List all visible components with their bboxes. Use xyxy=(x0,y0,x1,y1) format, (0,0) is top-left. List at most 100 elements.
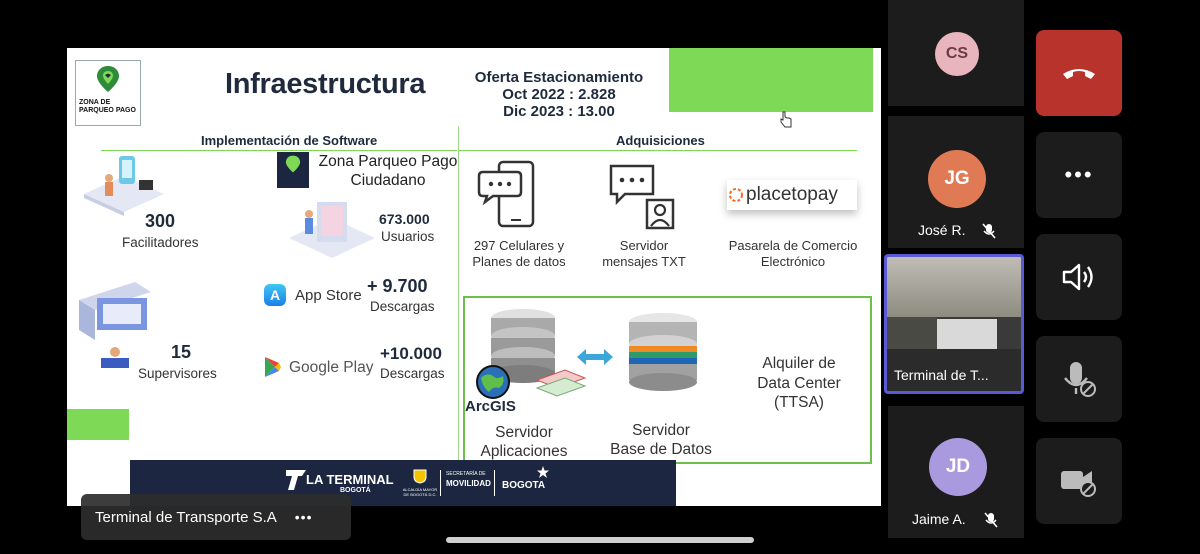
map-pin-icon xyxy=(97,66,119,92)
phones-block: 297 Celulares y Planes de datos xyxy=(461,238,577,270)
hand-cursor-icon xyxy=(780,111,792,128)
google-play-label: Google Play xyxy=(289,359,374,376)
gateway-block: Pasarela de Comercio Electrónico xyxy=(713,238,873,270)
zpp-app-pin-icon xyxy=(285,155,301,173)
sms-block: Servidor mensajes TXT xyxy=(589,238,699,270)
app-store-downloads-label: Descargas xyxy=(370,299,435,314)
video-ceiling xyxy=(887,257,1021,317)
sync-arrow-icon xyxy=(577,349,613,365)
users-illustration xyxy=(289,202,375,258)
supervisors-label: Supervisores xyxy=(138,366,217,381)
more-icon: ••• xyxy=(1064,162,1094,187)
dc-line-3: (TTSA) xyxy=(774,394,824,411)
speaker-button[interactable] xyxy=(1036,234,1122,320)
camera-off-icon xyxy=(1061,471,1096,497)
facilitators-count: 300 xyxy=(145,211,176,231)
terminal-name: LA TERMINAL xyxy=(306,472,394,487)
presenter-name: Terminal de Transporte S.A xyxy=(95,508,277,526)
home-indicator xyxy=(446,537,754,543)
participant-tile-cs[interactable]: CS xyxy=(888,0,1024,106)
presenter-name-bar[interactable]: Terminal de Transporte S.A ••• xyxy=(81,494,351,540)
mic-muted-icon xyxy=(984,512,998,528)
placetopay-logo: placetopay xyxy=(727,180,857,210)
green-accent-top xyxy=(669,48,873,112)
google-play-icon xyxy=(265,357,281,377)
bogota-text: BOGOTA xyxy=(502,480,546,491)
hang-up-icon xyxy=(1063,69,1095,79)
shared-slide: ZONA DE PARQUEO PAGO Infraestructura Ofe… xyxy=(67,48,881,506)
zpp-app-icon xyxy=(277,152,309,188)
dc-line-2: Data Center xyxy=(757,374,841,392)
secretaria-text: SECRETARÍA DE xyxy=(446,471,486,477)
coat-of-arms-icon xyxy=(413,469,427,484)
camera-button[interactable] xyxy=(1036,438,1122,524)
arcgis-label: ArcGIS xyxy=(465,398,516,415)
app-server-block: Servidor Aplicaciones xyxy=(469,423,579,461)
zpp-logo: ZONA DE PARQUEO PAGO xyxy=(75,60,141,126)
db-server-line-2: Base de Datos xyxy=(610,441,712,458)
software-heading: Implementación de Software xyxy=(201,133,378,148)
end-call-button[interactable] xyxy=(1036,30,1122,116)
participant-name: Terminal de T... xyxy=(894,367,989,383)
participant-tile-jose[interactable]: JG José R. xyxy=(888,116,1024,248)
phone-chat-icon xyxy=(477,160,535,228)
participant-tile-terminal-active[interactable]: Terminal de T... xyxy=(884,254,1024,394)
terminal-sub: BOGOTÁ xyxy=(340,487,371,494)
participant-tile-jaime[interactable]: JD Jaime A. xyxy=(888,406,1024,538)
presenter-more-icon[interactable]: ••• xyxy=(294,509,313,525)
placetopay-mark-icon xyxy=(729,188,743,202)
google-play-downloads-label: Descargas xyxy=(380,366,445,381)
app-store-downloads: + 9.700 xyxy=(367,276,428,296)
terminal-logo-icon xyxy=(286,470,306,490)
offer-line-3: Dic 2023 : 13.00 xyxy=(503,103,615,120)
video-window xyxy=(937,319,997,349)
logo-text: ZONA DE PARQUEO PAGO xyxy=(79,99,136,114)
phones-line-1: 297 Celulares y xyxy=(473,238,565,253)
avatar: JG xyxy=(928,150,986,208)
zpp-citizen-block: Zona Parqueo Pago Ciudadano xyxy=(313,152,463,190)
more-options-button[interactable]: ••• xyxy=(1036,132,1122,218)
video-floor xyxy=(887,349,1021,391)
vertical-divider xyxy=(458,126,459,461)
data-center-block: Alquiler de Data Center (TTSA) xyxy=(733,354,865,413)
app-store-label: App Store xyxy=(295,287,362,304)
app-server-line-2: Aplicaciones xyxy=(480,443,568,460)
speaker-icon xyxy=(1062,263,1093,291)
sms-server-icon xyxy=(609,164,675,230)
banner-divider-2 xyxy=(494,470,495,496)
supervisors-count: 15 xyxy=(171,342,192,362)
dc-line-1: Alquiler de xyxy=(762,355,836,372)
supervisors-illustration xyxy=(79,282,151,368)
db-server-line-1: Servidor xyxy=(632,422,690,439)
green-accent-left xyxy=(67,409,129,440)
mute-button[interactable] xyxy=(1036,336,1122,422)
zpp-line-2: Ciudadano xyxy=(350,172,426,189)
sms-line-1: Servidor xyxy=(619,238,669,253)
app-server-line-1: Servidor xyxy=(495,424,553,441)
alcaldia-text: ALCALDÍA MAYOR DE BOGOTÁ D.C. xyxy=(402,487,438,497)
app-store-icon: A xyxy=(264,284,286,306)
gateway-line-1: Pasarela de Comercio xyxy=(728,238,858,253)
facilitators-illustration xyxy=(84,156,164,216)
globe-icon xyxy=(476,365,510,399)
participant-name: Jaime A. xyxy=(912,511,966,527)
map-layers-icon xyxy=(535,369,587,397)
phones-line-2: Planes de datos xyxy=(472,254,566,269)
mic-muted-icon xyxy=(982,223,996,239)
gateway-line-2: Electrónico xyxy=(760,254,826,269)
slide-title: Infraestructura xyxy=(225,68,426,100)
avatar: CS xyxy=(935,32,979,76)
offer-line-2: Oct 2022 : 2.828 xyxy=(502,86,616,103)
participants-panel: CS JG José R. Terminal de T... JD Jaime … xyxy=(882,0,1200,554)
avatar: JD xyxy=(929,438,987,496)
sms-line-2: mensajes TXT xyxy=(602,254,686,269)
db-server-block: Servidor Base de Datos xyxy=(599,421,723,459)
participant-name: José R. xyxy=(918,222,966,238)
offer-line-1: Oferta Estacionamiento xyxy=(474,69,644,86)
users-label: Usuarios xyxy=(381,229,435,244)
offer-block: Oferta Estacionamiento Oct 2022 : 2.828 … xyxy=(459,69,659,120)
divider-acquisitions xyxy=(459,150,857,151)
mic-off-icon xyxy=(1064,362,1096,397)
zpp-line-1: Zona Parqueo Pago xyxy=(318,153,458,170)
